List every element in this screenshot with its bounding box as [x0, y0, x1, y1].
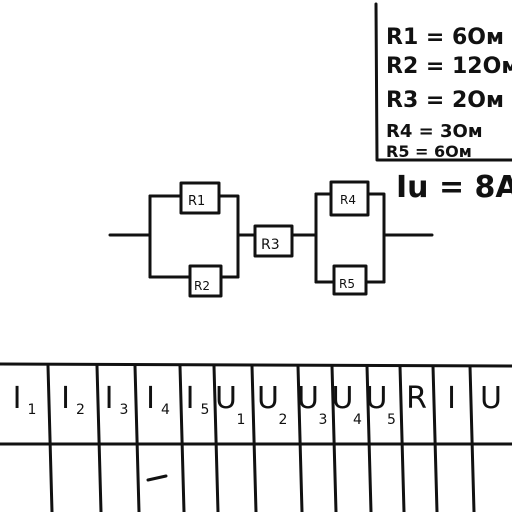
table-pen-mark: [146, 474, 168, 482]
given-current: Iu = 8A: [396, 170, 512, 205]
table-column-divider: [250, 364, 258, 512]
table-header-subscript: 2: [279, 412, 288, 428]
wire-r4-right: [366, 192, 386, 284]
resistor-r3: R3: [253, 224, 294, 258]
resistor-r5: R5: [332, 264, 368, 296]
table-column-divider: [133, 364, 141, 512]
resistor-r3-label: R3: [261, 237, 280, 253]
resistor-r3-box: [253, 224, 294, 258]
table-header-subscript: 2: [76, 402, 85, 418]
wire-r1-right: [217, 194, 240, 279]
table-header-cell: I: [447, 381, 456, 416]
table-header-subscript: 3: [319, 412, 328, 428]
table-column-divider: [431, 364, 439, 512]
table-column-dividers: [46, 364, 476, 512]
table-header-main: U: [332, 381, 354, 416]
table-header-cell: U3: [297, 381, 327, 428]
table-header-cell: U: [480, 381, 502, 416]
table-column-divider: [330, 364, 338, 512]
table-header-main: I: [186, 381, 195, 416]
resistor-r1-box: [179, 181, 221, 215]
given-box-border: [374, 2, 512, 162]
table-header-cell: R: [406, 381, 427, 416]
given-r1: R1 = 6Ом: [386, 25, 504, 50]
table-header-cell: U1: [215, 381, 245, 428]
table-column-divider: [178, 364, 186, 512]
given-box: R1 = 6Ом R2 = 12Ом R3 = 2Ом R4 = 3Ом R5 …: [374, 2, 512, 205]
resistor-r5-label: R5: [339, 277, 355, 291]
table-header-cell: U5: [366, 381, 396, 428]
resistor-r4-box: [329, 180, 370, 217]
table-header-main: U: [257, 381, 279, 416]
table-header-subscript: 1: [28, 402, 37, 418]
given-r4: R4 = 3Ом: [386, 121, 483, 142]
table-header-subscript: 4: [353, 412, 362, 428]
resistor-r2-label: R2: [194, 279, 210, 293]
table-column-divider: [398, 364, 406, 512]
table-header-main: I: [61, 381, 70, 416]
resistor-r1: R1: [179, 181, 221, 215]
given-r3: R3 = 2Ом: [386, 88, 504, 113]
table-top-line: [0, 362, 512, 368]
table-header-subscript: 4: [161, 402, 170, 418]
table-header-main: U: [480, 381, 502, 416]
resistor-r4: R4: [329, 180, 370, 217]
table-header-main: U: [215, 381, 237, 416]
table-header-main: I: [146, 381, 155, 416]
resistor-r2: R2: [188, 264, 223, 298]
table-header-main: U: [297, 381, 319, 416]
table-header-cell: U4: [332, 381, 363, 428]
table-column-divider: [365, 364, 373, 512]
table-header-subscript: 3: [120, 402, 129, 418]
table-column-divider: [468, 364, 476, 512]
table-header-main: I: [105, 381, 114, 416]
resistor-r5-box: [332, 264, 368, 296]
table-header-main: I: [447, 381, 456, 416]
resistor-r2-box: [188, 264, 223, 298]
given-r2: R2 = 12Ом: [386, 54, 512, 79]
table-header-main: U: [366, 381, 388, 416]
table-header-main: I: [13, 381, 22, 416]
resistor-r1-label: R1: [188, 194, 205, 209]
table-column-divider: [212, 364, 220, 512]
table-column-divider: [296, 364, 304, 512]
table-header-cell: U2: [257, 381, 287, 428]
table-header-main: R: [406, 381, 427, 416]
table-header-subscript: 5: [201, 402, 210, 418]
resistor-r4-label: R4: [340, 193, 356, 207]
given-r5: R5 = 6Ом: [386, 142, 472, 161]
circuit-wires: [108, 192, 434, 284]
table-column-divider: [46, 364, 54, 512]
table-column-divider: [95, 364, 103, 512]
table-header-subscript: 5: [387, 412, 396, 428]
table-header-subscript: 1: [237, 412, 246, 428]
